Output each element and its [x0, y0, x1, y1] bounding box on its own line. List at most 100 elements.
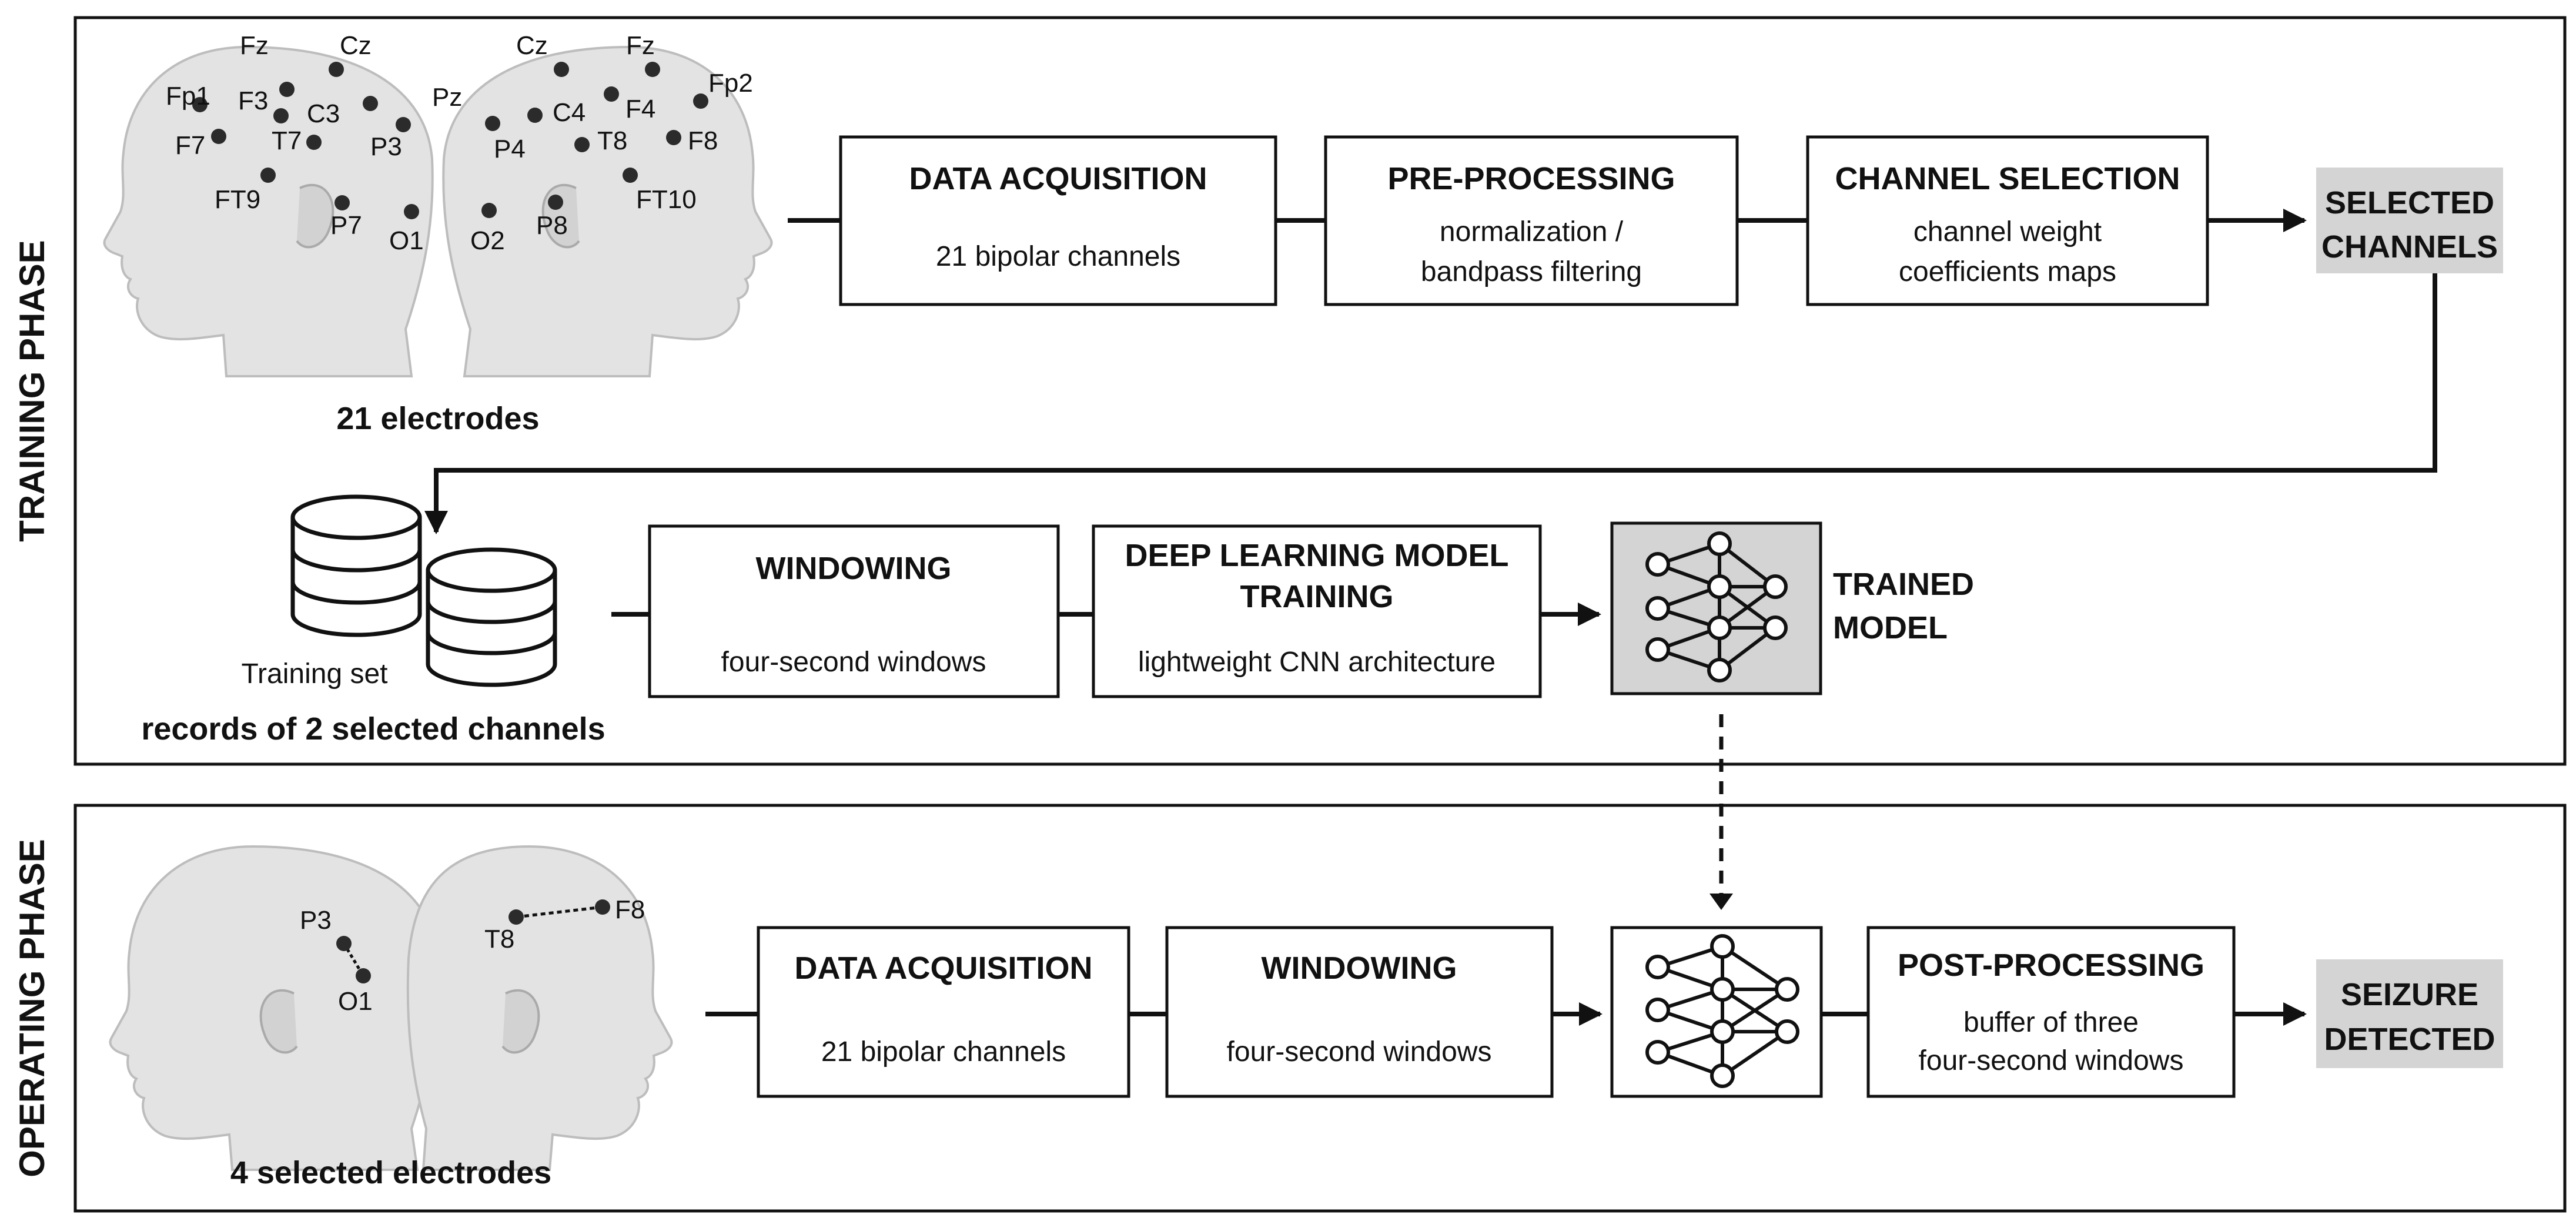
- label-fp1: Fp1: [166, 82, 210, 111]
- op-electrode-f8: [595, 899, 610, 915]
- database-right: [426, 547, 557, 687]
- electrode-ft10: [623, 168, 638, 183]
- svg-text:PRE-PROCESSING: PRE-PROCESSING: [1387, 161, 1675, 196]
- svg-text:21 bipolar channels: 21 bipolar channels: [821, 1036, 1066, 1068]
- svg-text:coefficients maps: coefficients maps: [1899, 256, 2116, 287]
- svg-text:POST-PROCESSING: POST-PROCESSING: [1898, 948, 2204, 983]
- label-cz-r: Cz: [516, 31, 548, 60]
- svg-text:21 bipolar channels: 21 bipolar channels: [936, 241, 1180, 272]
- electrode-fz: [279, 82, 295, 97]
- channel-selection-box: CHANNEL SELECTION channel weight coeffic…: [1806, 135, 2209, 306]
- svg-text:DEEP LEARNING MODEL: DEEP LEARNING MODEL: [1125, 538, 1508, 573]
- svg-text:buffer of three: buffer of three: [1963, 1007, 2139, 1038]
- svg-text:bandpass filtering: bandpass filtering: [1421, 256, 1642, 287]
- label-f4: F4: [625, 95, 655, 123]
- label-c3: C3: [307, 99, 340, 128]
- label-fz: Fz: [240, 31, 269, 60]
- electrode-fp2: [693, 93, 708, 109]
- data-acquisition-box: DATA ACQUISITION 21 bipolar channels: [839, 135, 1277, 306]
- svg-text:DATA ACQUISITION: DATA ACQUISITION: [795, 951, 1093, 986]
- electrode-t8: [574, 137, 590, 152]
- left-head-electrodes: [192, 62, 419, 219]
- label-t8: T8: [597, 126, 627, 155]
- label-o1: O1: [389, 226, 424, 255]
- electrode-f7: [211, 129, 226, 144]
- svg-text:channel weight: channel weight: [1913, 216, 2102, 247]
- op-electrode-t8: [508, 909, 524, 925]
- neural-network-icon: [1645, 531, 1788, 682]
- head-profile-left-icon: [109, 845, 440, 1171]
- electrode-c4: [527, 108, 543, 123]
- label-fz-r: Fz: [626, 31, 655, 60]
- op-label-p3: P3: [300, 906, 332, 935]
- svg-text:lightweight CNN architecture: lightweight CNN architecture: [1138, 647, 1496, 678]
- left-head-labels: Fp1 Fz Cz F3 C3 F7 T7 P3 Pz FT9 P7 O1: [166, 31, 462, 255]
- electrode-p4: [485, 116, 500, 131]
- electrode-ft9: [260, 168, 276, 183]
- right-head-electrodes: [481, 62, 708, 218]
- electrode-fp1: [192, 97, 208, 112]
- svg-text:four-second windows: four-second windows: [721, 647, 986, 678]
- op-electrodes-caption: 4 selected electrodes: [230, 1155, 551, 1190]
- svg-text:DETECTED: DETECTED: [2324, 1022, 2495, 1057]
- label-fp2: Fp2: [708, 69, 753, 98]
- head-profile-left-icon: [103, 45, 434, 377]
- svg-text:CHANNELS: CHANNELS: [2321, 229, 2498, 265]
- training-phase-panel: TRAINING PHASE Fp1 Fz Cz F3 C3 F7 T7: [12, 16, 2567, 766]
- neural-network-icon: [1645, 934, 1799, 1088]
- training-set-label: Training set: [242, 658, 388, 690]
- electrode-f8: [666, 130, 681, 145]
- op-data-acquisition-box: DATA ACQUISITION 21 bipolar channels: [757, 926, 1130, 1098]
- electrode-cz: [329, 62, 344, 77]
- label-ft10: FT10: [636, 185, 697, 214]
- electrode-o2: [481, 203, 497, 218]
- label-t7: T7: [272, 126, 302, 155]
- label-p4: P4: [494, 135, 526, 163]
- label-cz: Cz: [340, 31, 372, 60]
- label-f3: F3: [238, 86, 268, 115]
- operating-phase-label: OPERATING PHASE: [12, 839, 52, 1177]
- label-f8: F8: [688, 126, 718, 155]
- label-c4: C4: [553, 98, 586, 127]
- pre-processing-box: PRE-PROCESSING normalization / bandpass …: [1324, 135, 1739, 306]
- dl-model-training-box: DEEP LEARNING MODEL TRAINING lightweight…: [1092, 524, 1542, 698]
- svg-text:WINDOWING: WINDOWING: [756, 551, 952, 586]
- svg-text:TRAINING: TRAINING: [1240, 579, 1394, 614]
- label-o2: O2: [470, 226, 505, 255]
- electrode-o1: [404, 204, 419, 219]
- svg-text:WINDOWING: WINDOWING: [1262, 951, 1457, 986]
- op-electrode-o1: [356, 968, 371, 983]
- database-left: [290, 494, 422, 637]
- op-label-f8: F8: [615, 895, 645, 924]
- svg-text:CHANNEL SELECTION: CHANNEL SELECTION: [1835, 161, 2180, 196]
- training-phase-label: TRAINING PHASE: [12, 240, 52, 541]
- electrode-p8: [548, 195, 563, 210]
- label-f7: F7: [175, 131, 205, 160]
- electrode-p3: [396, 117, 411, 132]
- electrode-p7: [334, 195, 350, 210]
- svg-text:four-second windows: four-second windows: [1919, 1045, 2184, 1076]
- right-head-labels: Cz Fz Fp2 C4 F4 P4 T8 F8 FT10 O2 P8: [470, 31, 753, 255]
- svg-text:normalization /: normalization /: [1440, 216, 1624, 247]
- operating-phase-panel: OPERATING PHASE P3 O1 T8 F8 4 selected e…: [12, 804, 2567, 1213]
- electrode-fz-r: [645, 62, 660, 77]
- label-p8: P8: [536, 211, 568, 240]
- electrodes-caption: 21 electrodes: [336, 401, 539, 436]
- electrode-c3: [363, 96, 378, 111]
- op-label-t8: T8: [484, 925, 514, 953]
- op-electrode-p3: [336, 936, 352, 951]
- trained-model-box: [1610, 521, 1822, 695]
- electrode-cz-r: [554, 62, 569, 77]
- windowing-box: WINDOWING four-second windows: [648, 524, 1060, 698]
- training-set-caption: records of 2 selected channels: [141, 711, 605, 747]
- head-profile-right-icon: [442, 45, 773, 377]
- label-p7: P7: [330, 211, 362, 240]
- op-windowing-box: WINDOWING four-second windows: [1165, 926, 1554, 1098]
- label-p3: P3: [370, 132, 402, 161]
- post-processing-box: POST-PROCESSING buffer of three four-sec…: [1866, 926, 2236, 1098]
- svg-text:SEIZURE: SEIZURE: [2341, 977, 2478, 1012]
- electrode-f4: [604, 86, 619, 102]
- svg-text:four-second windows: four-second windows: [1227, 1036, 1492, 1068]
- trained-model-label-2: MODEL: [1833, 610, 1948, 645]
